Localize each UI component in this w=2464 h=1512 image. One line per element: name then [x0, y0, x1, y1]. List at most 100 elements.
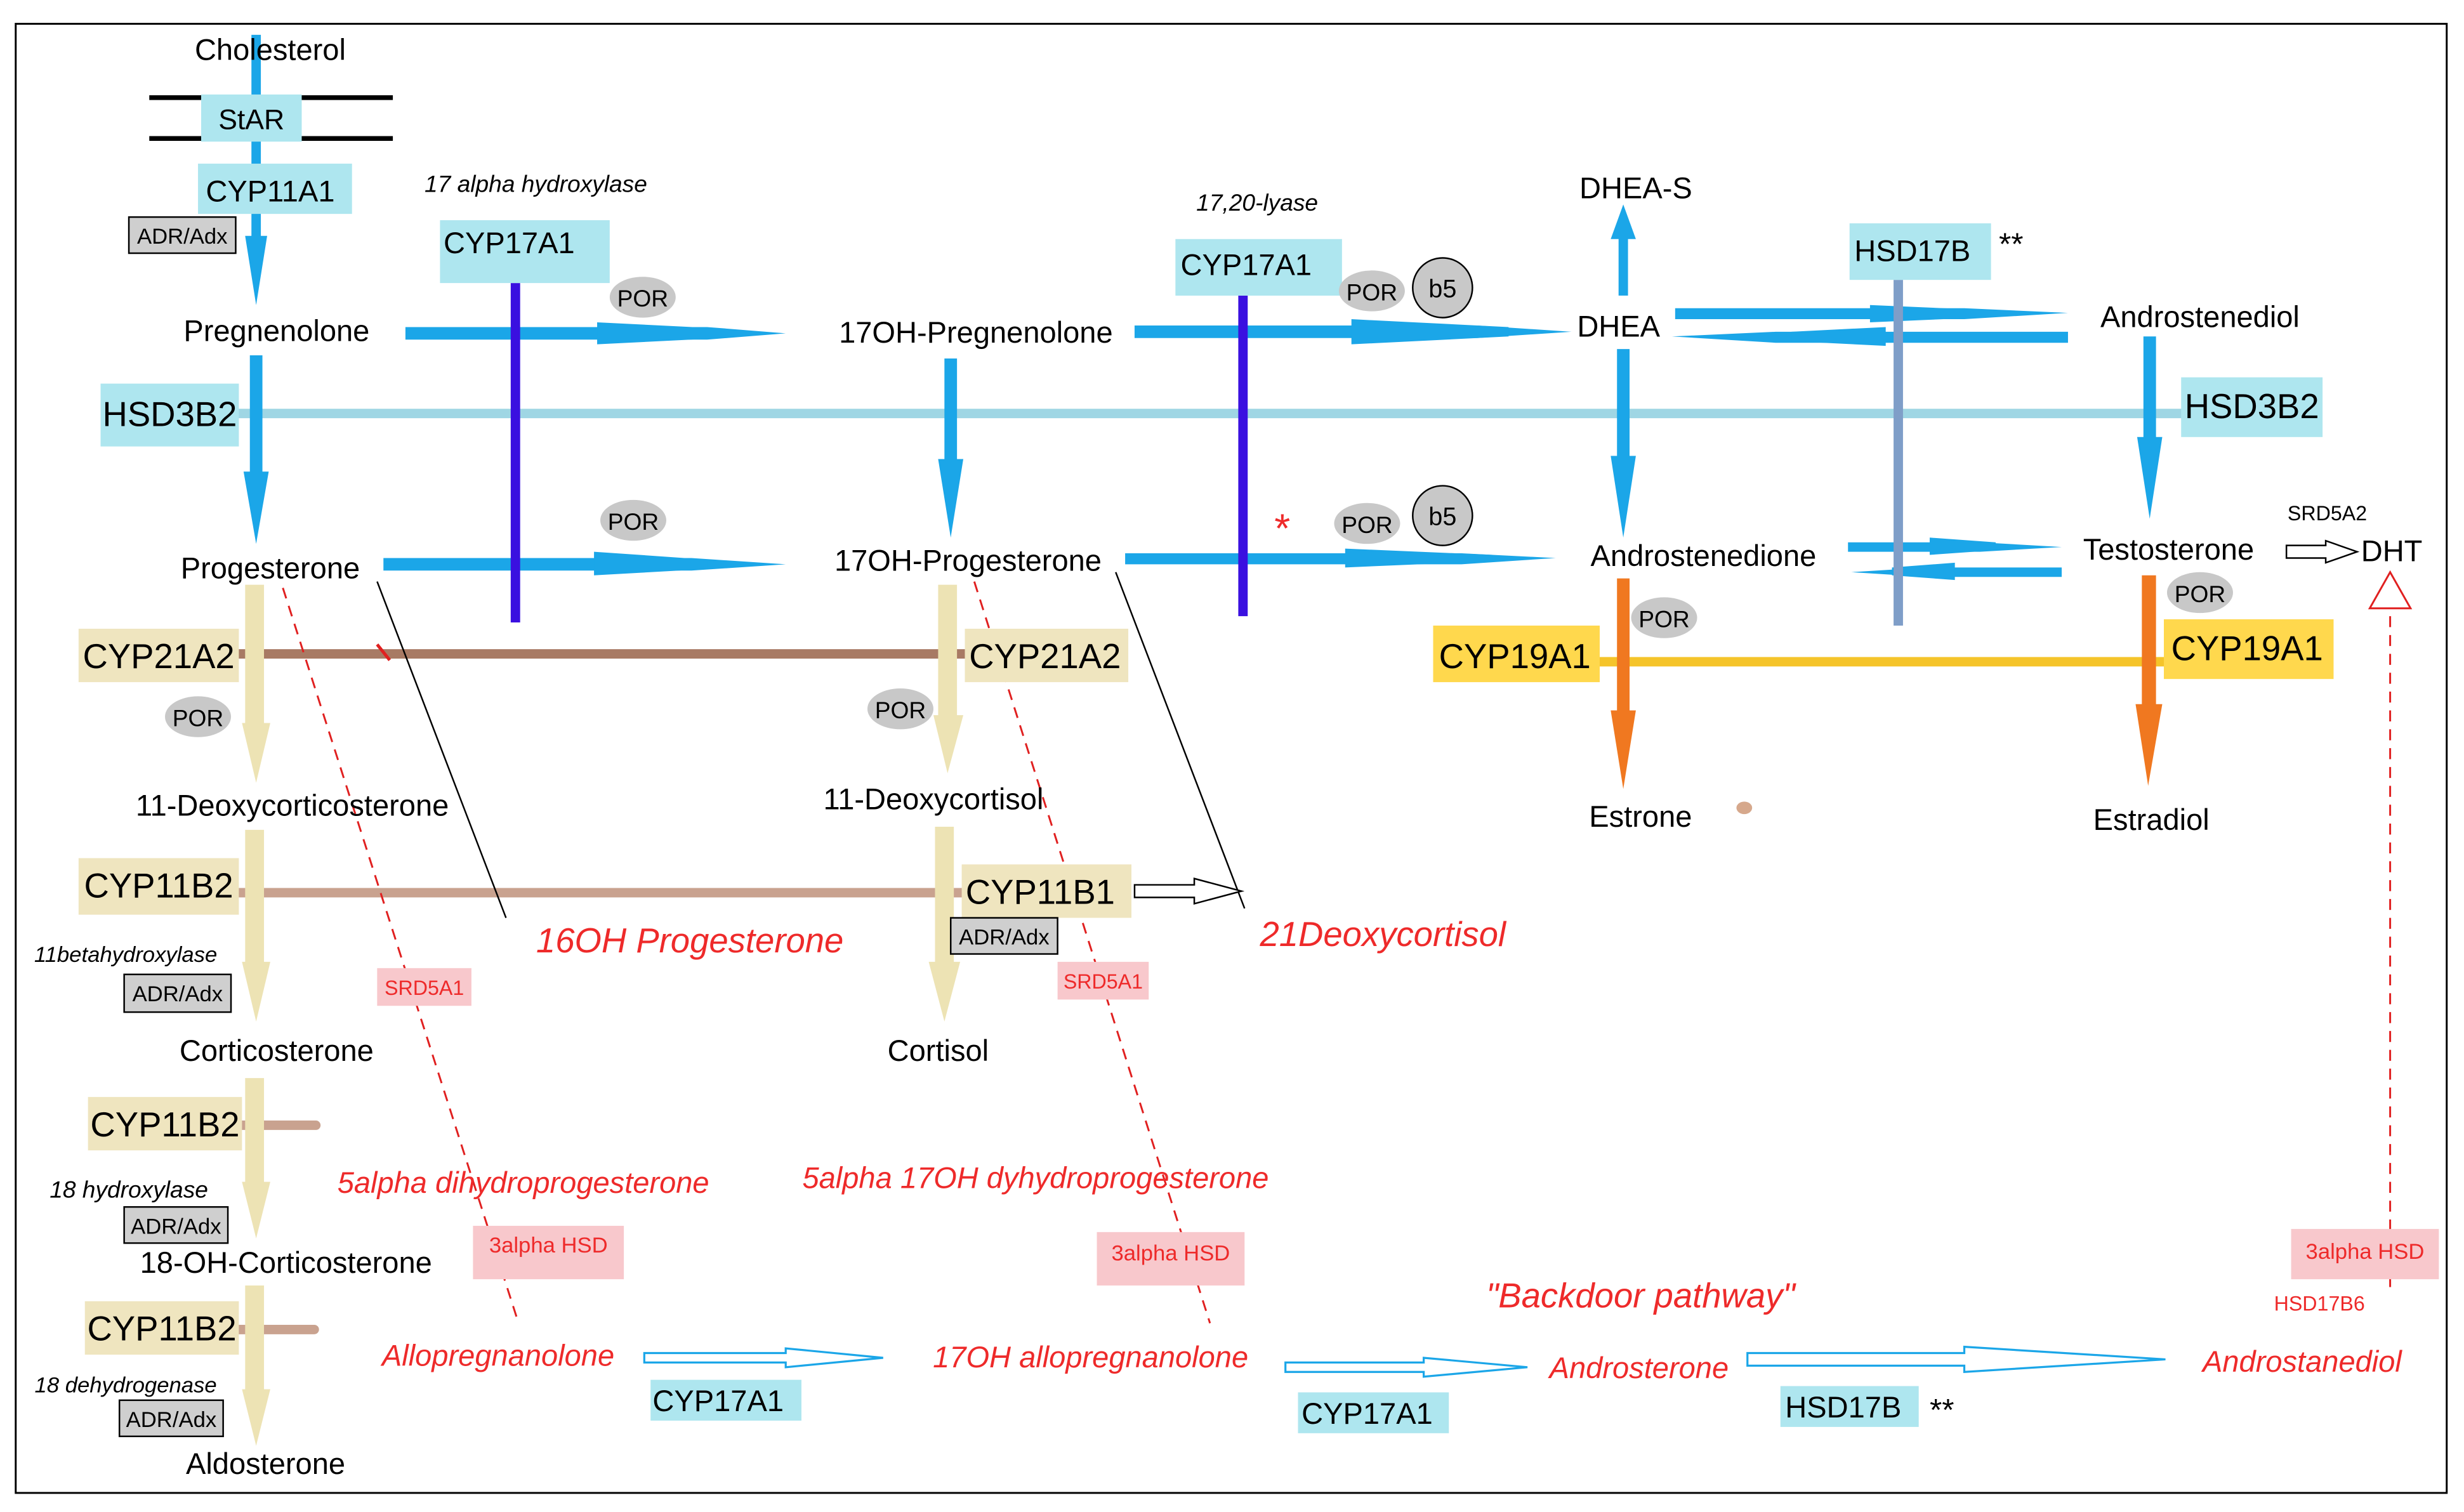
srd5a2-label: SRD5A2	[2288, 502, 2367, 525]
arrow-testo-to-andro-head	[1892, 562, 1955, 581]
adr-adx-label: ADR/Adx	[133, 982, 223, 1006]
por-label: POR	[1347, 279, 1397, 305]
arrow-andro-to-testo-head	[1930, 537, 1996, 555]
dehydrogenase-18-label: 18 dehydrogenase	[35, 1373, 217, 1397]
pregnenolone-label: Pregnenolone	[183, 314, 369, 348]
por-label: POR	[1638, 605, 1689, 632]
arrow-cortico-to-18oh	[242, 1078, 270, 1239]
cyp17a1-backdoor-label-2: CYP17A1	[1301, 1397, 1433, 1430]
arrow-preg-to-17ohpreg	[405, 327, 786, 340]
arrow-17ohp-to-11doc	[933, 584, 964, 773]
arrow-andro-to-estrone	[1611, 578, 1636, 789]
dihydroprogesterone-5a-label: 5alpha dihydroprogesterone	[338, 1166, 709, 1199]
metabolite-labels: Cholesterol Pregnenolone 17OH-Pregnenolo…	[136, 32, 2423, 1480]
srd5a1-label-2: SRD5A1	[1064, 970, 1143, 993]
arrow-preg-to-17ohpreg-head	[597, 322, 723, 345]
androstanediol-label: Androstanediol	[2201, 1344, 2402, 1378]
dhea-label: DHEA	[1577, 309, 1660, 343]
backdoor-arrows	[643, 1345, 2166, 1378]
arrow-prog-to-17ohp-head	[594, 551, 708, 575]
hydroxylase-11beta-label: 11betahydroxylase	[34, 943, 217, 967]
arrow-preg-to-prog	[243, 355, 269, 544]
por-marker	[1631, 597, 1697, 638]
hydroxylase-18-label: 18 hydroxylase	[49, 1176, 208, 1202]
por-label: POR	[1341, 511, 1392, 538]
dht-label: DHT	[2361, 534, 2423, 567]
hollow-black-arrows	[1133, 539, 2360, 905]
adr-adx-label: ADR/Adx	[137, 225, 228, 249]
por-marker	[867, 688, 933, 730]
oh17-progesterone-label: 17OH-Progesterone	[834, 543, 1102, 577]
pink-box-labels: SRD5A1 SRD5A1 3alpha HSD 3alpha HSD 3alp…	[385, 970, 2424, 1315]
alpha-hydroxylase-label: 17 alpha hydroxylase	[425, 170, 647, 197]
cyp21a2-tick	[376, 643, 392, 661]
oh17-allopregnanolone-label: 17OH allopregnanolone	[933, 1340, 1248, 1374]
dhea-s-label: DHEA-S	[1579, 171, 1692, 204]
cofactor-labels: ADR/Adx ADR/Adx ADR/Adx ADR/Adx ADR/Adx	[126, 225, 1050, 1432]
red-dashed-lines	[282, 581, 2392, 1324]
cyp21a2-right-label: CYP21A2	[969, 637, 1121, 676]
cyp11b1-label: CYP11B1	[966, 872, 1115, 911]
pink-boxes	[377, 961, 2439, 1286]
annotation-labels: 17 alpha hydroxylase 17,20-lyase ** ** 1…	[34, 170, 2367, 1428]
por-marker	[165, 696, 232, 737]
hsd-3alpha-label-3: 3alpha HSD	[2306, 1240, 2425, 1264]
adr-adx-label: ADR/Adx	[959, 926, 1050, 950]
por-ellipses	[165, 270, 2233, 737]
por-label: POR	[875, 697, 926, 723]
backdoor-labels: "Backdoor pathway" 16OH Progesterone 21D…	[338, 915, 2403, 1384]
cyp11b2-label-3: CYP11B2	[87, 1310, 236, 1348]
androstenedione-label: Androstenedione	[1591, 539, 1817, 572]
hsd3b2-left-label: HSD3B2	[102, 395, 237, 433]
hsd-3alpha-label-1: 3alpha HSD	[489, 1233, 608, 1258]
cyp11a1-label: CYP11A1	[206, 174, 334, 207]
arrow-prog-to-doc	[242, 584, 270, 783]
arrow-adiol-to-testo	[2137, 336, 2163, 519]
oh17-pregnenolone-label: 17OH-Pregnenolone	[839, 315, 1113, 349]
por-label: POR	[617, 285, 668, 312]
b5-circles	[1412, 257, 1473, 546]
cholesterol-label: Cholesterol	[195, 32, 346, 66]
enzyme-lines	[231, 409, 2188, 1334]
arrow-11doc-to-cortisol	[928, 826, 961, 1022]
decorative-dot	[1736, 801, 1753, 815]
enzyme-boxes	[78, 94, 2334, 1433]
star-label: StAR	[218, 104, 284, 135]
dht-triangle	[2368, 570, 2413, 610]
b5-marker	[1412, 257, 1473, 319]
por-label: POR	[2175, 581, 2225, 607]
cyp19a1-right-label: CYP19A1	[2171, 629, 2323, 667]
deoxycortisol-21-label: 21Deoxycortisol	[1259, 915, 1506, 954]
arrow-17ohpreg-to-dhea-head	[1351, 319, 1509, 345]
oh16-progesterone-label: 16OH Progesterone	[536, 921, 843, 960]
progesterone-label: Progesterone	[181, 551, 360, 585]
testosterone-label: Testosterone	[2083, 532, 2254, 566]
por-marker	[2166, 572, 2233, 614]
double-star-1: **	[1999, 227, 2024, 262]
backdoor-title: "Backdoor pathway"	[1486, 1277, 1796, 1315]
por-marker	[609, 277, 676, 318]
blue-horizontal-arrows	[383, 305, 2068, 581]
b5-label: b5	[1428, 275, 1456, 303]
allopregnanolone-label: Allopregnanolone	[380, 1338, 614, 1372]
cyp11b2-label-2: CYP11B2	[90, 1105, 239, 1144]
arrow-dhea-to-dheas	[1611, 204, 1636, 296]
cyp19a1-left-label: CYP19A1	[1439, 637, 1591, 676]
hsd17b6-label: HSD17B6	[2274, 1292, 2365, 1315]
b5-marker	[1412, 485, 1473, 546]
srd5a1-label-1: SRD5A1	[385, 976, 464, 999]
arrow-testo-to-estradiol	[2135, 575, 2163, 786]
cyp17a1-backdoor-label-1: CYP17A1	[652, 1384, 784, 1417]
por-marker	[1334, 503, 1400, 544]
oh18-corticosterone-label: 18-OH-Corticosterone	[140, 1246, 432, 1279]
double-star-2: **	[1930, 1393, 1954, 1428]
arrow-doc-to-cortico	[242, 829, 270, 1022]
hsd-3alpha-label-2: 3alpha HSD	[1111, 1241, 1230, 1265]
lyase-label: 17,20-lyase	[1196, 189, 1318, 216]
por-marker	[1338, 270, 1405, 312]
androsterone-label: Androsterone	[1548, 1351, 1729, 1384]
adr-boxes	[118, 216, 1058, 1438]
arrow-18oh-to-aldo	[242, 1285, 270, 1446]
estradiol-label: Estradiol	[2093, 803, 2210, 836]
